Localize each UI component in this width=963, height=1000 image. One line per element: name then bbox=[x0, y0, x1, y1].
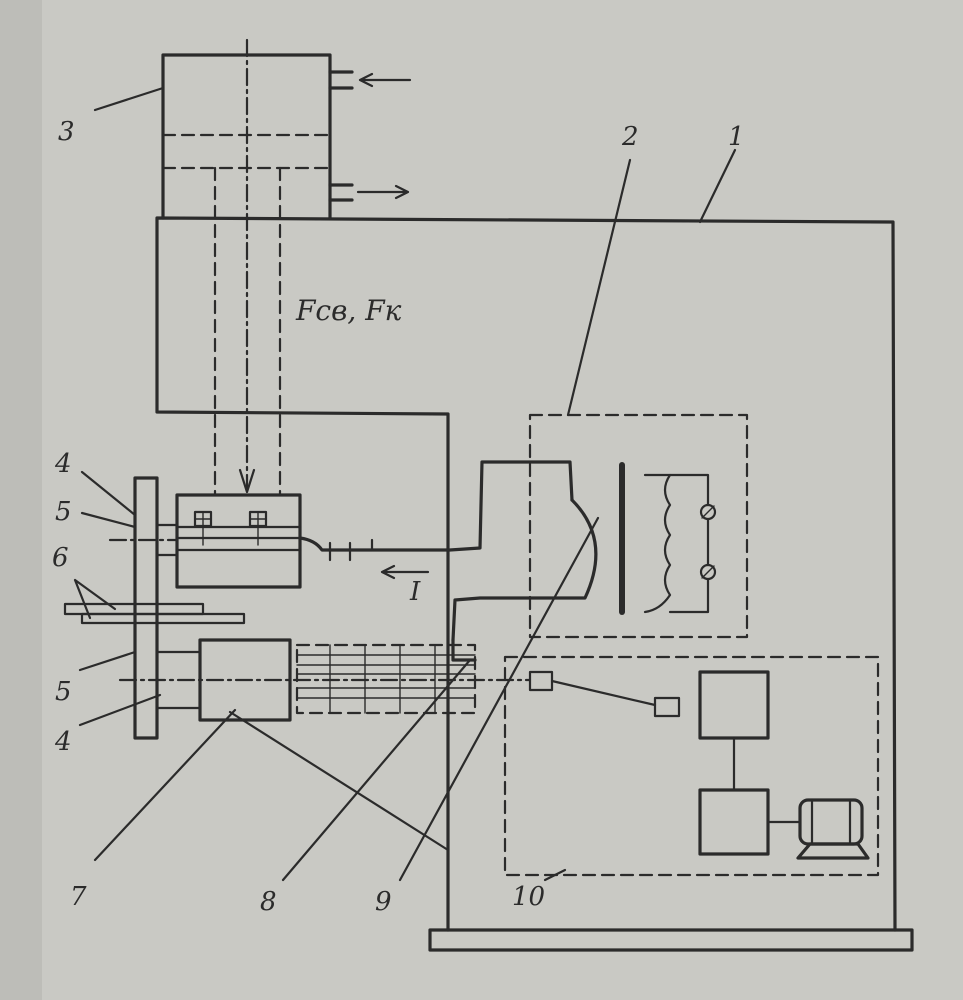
label-5-lower: 5 bbox=[55, 677, 72, 707]
leader-10 bbox=[543, 868, 567, 882]
electrode-column bbox=[133, 476, 159, 740]
upper-lead-clamp bbox=[328, 538, 374, 562]
left-strip bbox=[0, 0, 42, 1000]
primary-winding bbox=[643, 473, 672, 614]
label-2: 2 bbox=[621, 122, 639, 152]
label-9: 9 bbox=[375, 887, 392, 917]
lower-electrode bbox=[155, 650, 202, 710]
force-label: Fсв, Fк bbox=[295, 294, 402, 327]
label-7: 7 bbox=[70, 882, 87, 912]
frame-brace bbox=[228, 710, 450, 852]
leader-6 bbox=[73, 578, 117, 620]
leader-2 bbox=[566, 158, 632, 417]
lower-lead-connection bbox=[451, 638, 477, 662]
workpiece-bottom bbox=[80, 612, 246, 625]
leader-7 bbox=[93, 708, 237, 862]
bolt-left bbox=[193, 510, 213, 546]
label-3: 3 bbox=[58, 117, 75, 147]
busbar-layers bbox=[296, 654, 476, 699]
label-4-lower: 4 bbox=[54, 727, 72, 757]
leader-4-lower bbox=[78, 693, 162, 727]
busbar-package bbox=[295, 643, 477, 715]
current-arrow bbox=[380, 564, 430, 580]
gear-coupling bbox=[653, 696, 681, 718]
outlet-port bbox=[328, 183, 354, 202]
leader-5-upper bbox=[80, 511, 137, 529]
label-4-upper: 4 bbox=[54, 449, 72, 479]
transformer-box bbox=[528, 413, 749, 639]
label-8: 8 bbox=[260, 887, 277, 917]
upper-electrode bbox=[155, 523, 179, 557]
busbar-ties bbox=[329, 644, 436, 714]
upper-current-lead bbox=[298, 460, 574, 552]
base-plate bbox=[428, 928, 914, 952]
leader-3 bbox=[93, 86, 165, 112]
outlet-arrow bbox=[356, 184, 410, 200]
cylinder-body bbox=[161, 53, 332, 220]
leader-5-lower bbox=[78, 650, 137, 672]
inlet-arrow bbox=[358, 72, 412, 88]
current-label: I bbox=[409, 577, 421, 607]
leader-9 bbox=[398, 516, 600, 882]
primary-leads bbox=[668, 473, 710, 614]
label-6: 6 bbox=[52, 543, 69, 573]
motor-icon bbox=[796, 798, 870, 860]
label-1: 1 bbox=[728, 122, 745, 152]
frame-outline bbox=[155, 216, 897, 932]
drive-link bbox=[550, 679, 657, 707]
bolt-right bbox=[248, 510, 268, 546]
label-5-upper: 5 bbox=[55, 497, 72, 527]
leader-1 bbox=[698, 148, 737, 224]
secondary-loop bbox=[451, 498, 598, 642]
force-arrowhead bbox=[238, 468, 256, 494]
terminal-bottom bbox=[699, 563, 717, 581]
leader-4-upper bbox=[80, 470, 137, 517]
leader-8 bbox=[281, 658, 472, 882]
label-10: 10 bbox=[512, 882, 545, 912]
drive-box bbox=[503, 655, 880, 877]
inlet-port bbox=[328, 70, 354, 90]
terminal-top bbox=[699, 503, 717, 521]
